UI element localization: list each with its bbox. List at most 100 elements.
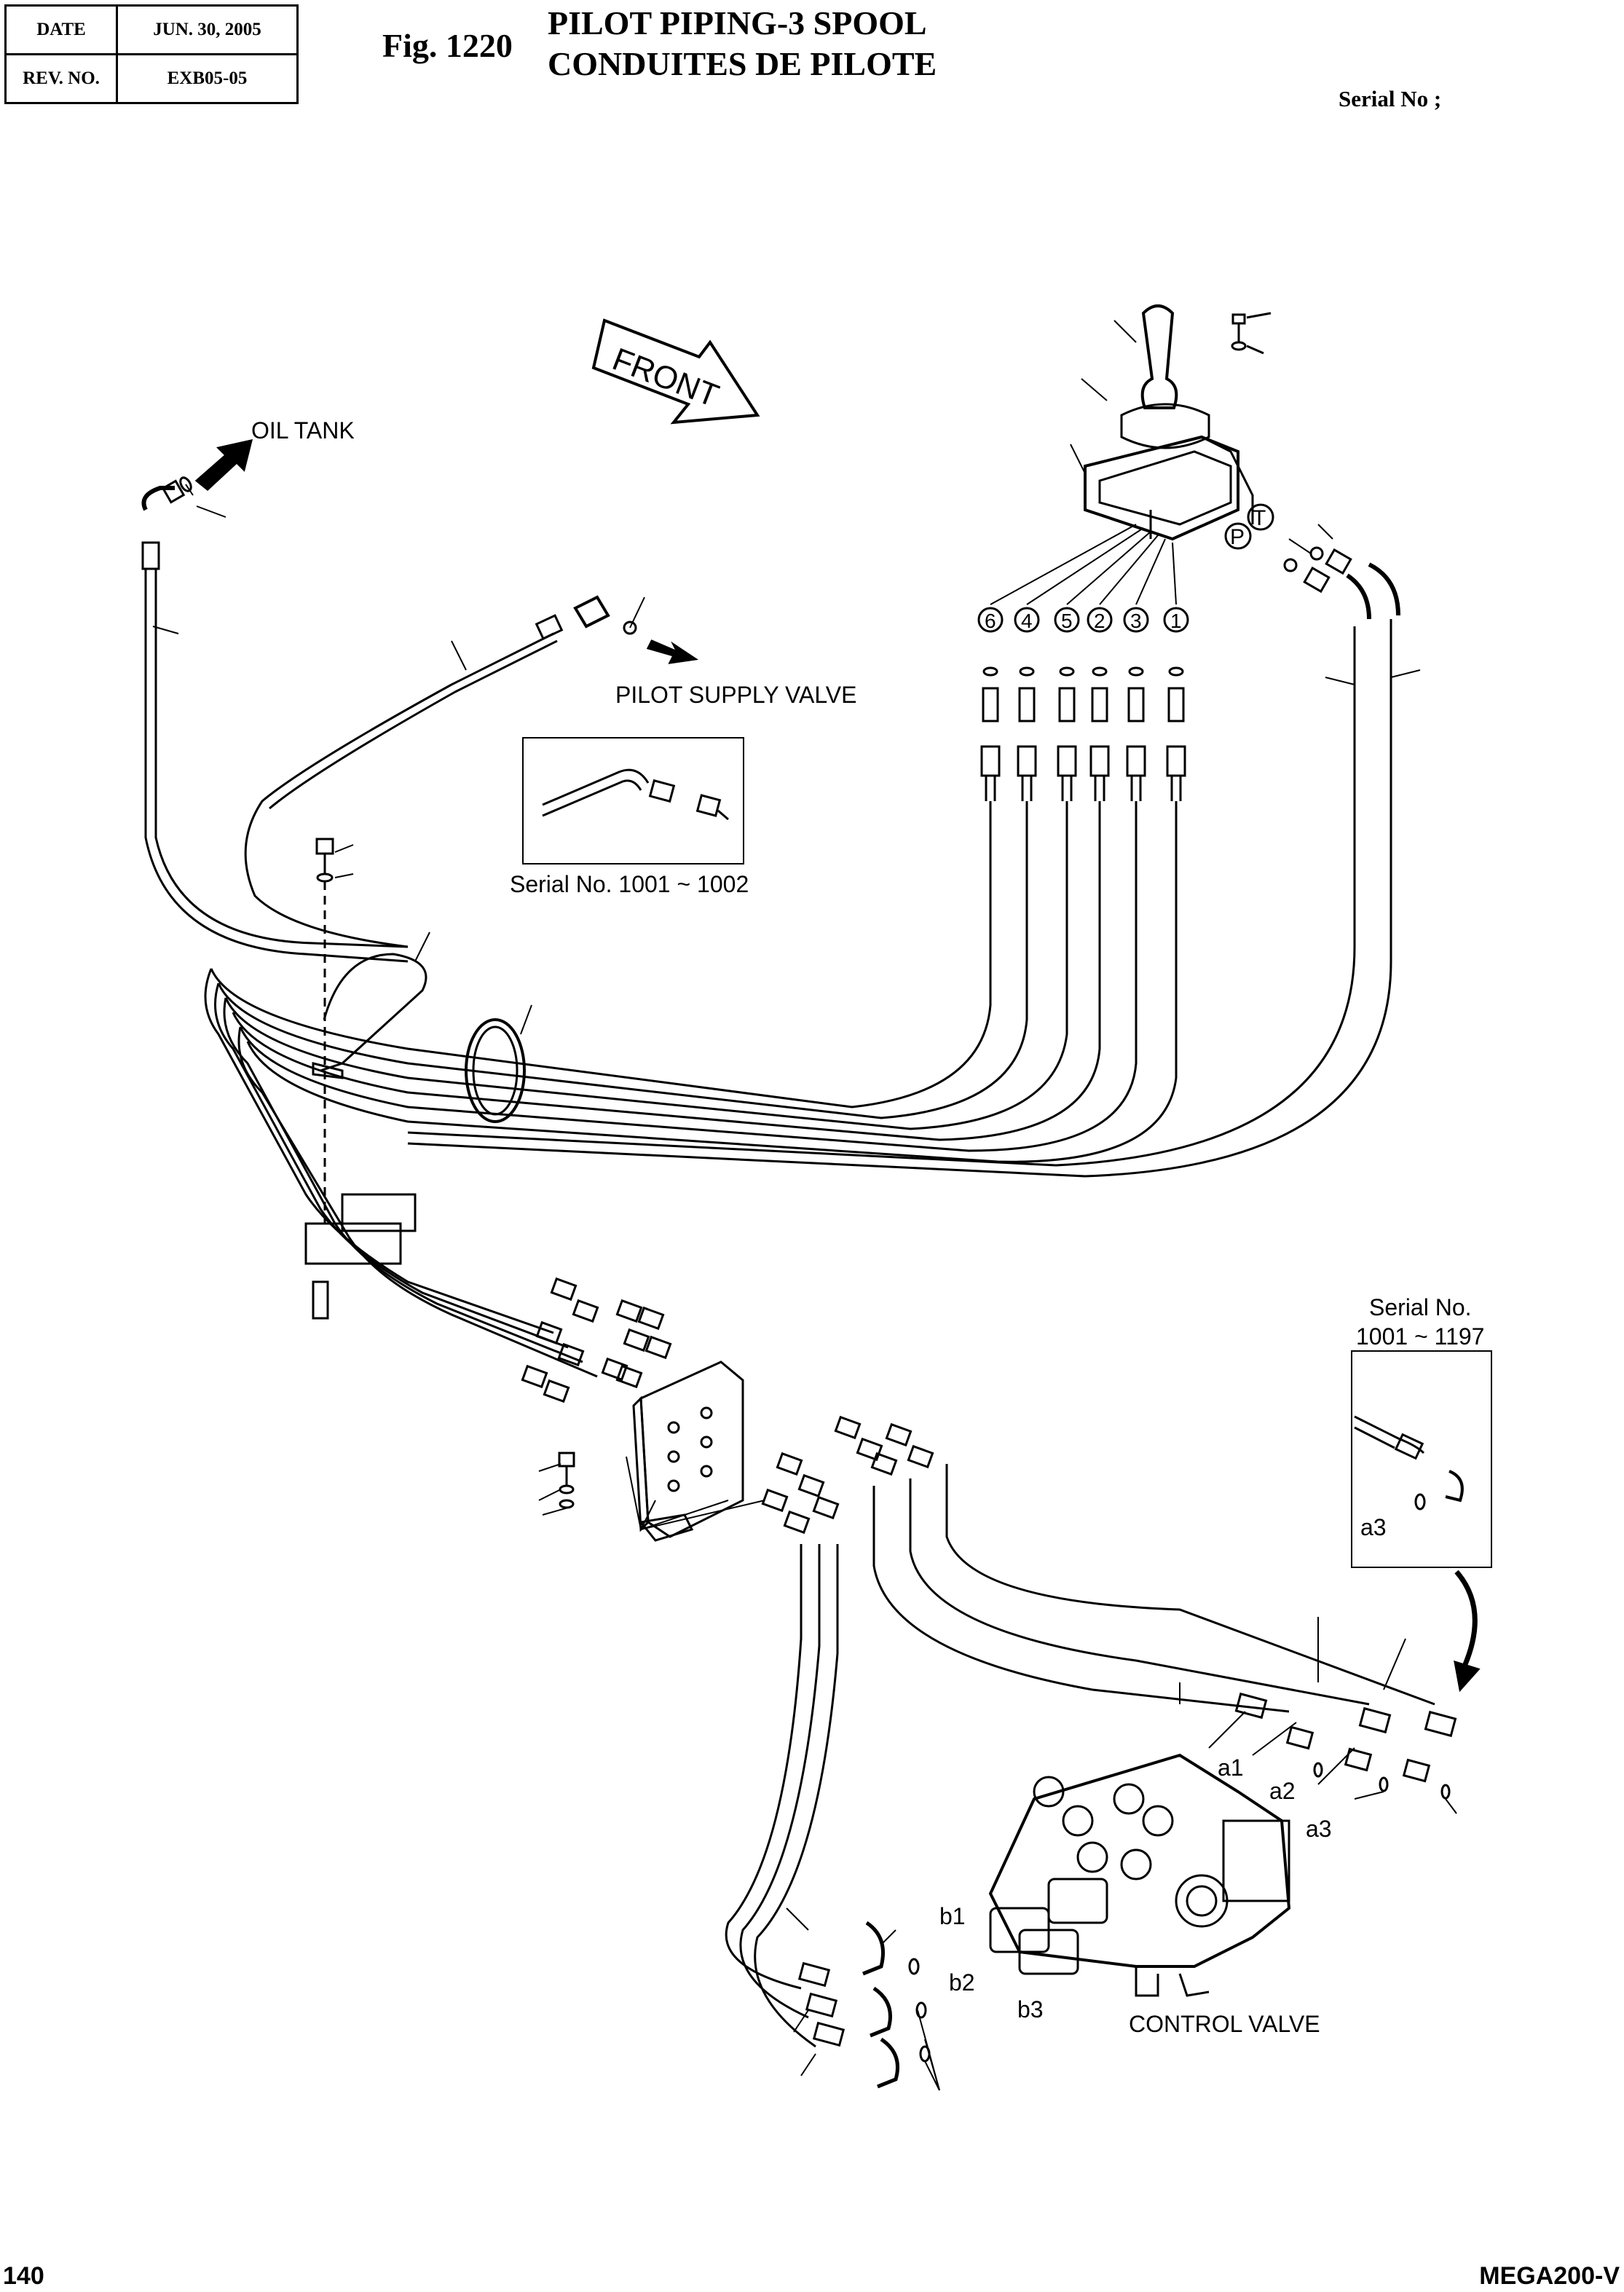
inset-serial-1001-1002: Serial No. 1001 ~ 1002: [510, 737, 749, 897]
date-label: DATE: [4, 4, 118, 55]
figure-title: PILOT PIPING-3 SPOOL CONDUITES DE PILOTE: [548, 3, 937, 84]
port-leaders: [990, 524, 1177, 605]
hose-fitting: [623, 1328, 650, 1352]
inset-serial-1001-1197: Serial No. 1001 ~ 1197 a3: [1351, 1294, 1492, 1693]
oil-tank-label: OIL TANK: [251, 417, 355, 444]
inset2-a3-label: a3: [1360, 1514, 1387, 1540]
hose-fitting: [535, 1320, 563, 1345]
port-number-circle: [1054, 607, 1080, 633]
date-value: JUN. 30, 2005: [116, 4, 299, 55]
port-number-label: 2: [1094, 610, 1105, 632]
hose-fitting: [797, 1473, 825, 1498]
port-p-label: P: [1230, 525, 1245, 549]
bolt-top: [1231, 312, 1272, 355]
hose-fitting: [572, 1299, 599, 1323]
oil-tank-hose: OIL TANK: [141, 417, 409, 963]
o-ring: [1019, 666, 1035, 677]
label-b2: b2: [949, 1969, 975, 1996]
label-a2: a2: [1269, 1778, 1296, 1804]
port-callouts: T P: [1224, 503, 1274, 550]
port-number-label: 6: [985, 610, 996, 632]
pilot-supply-hose: PILOT SUPPLY VALVE: [244, 595, 856, 948]
hose-fitting: [521, 1364, 548, 1389]
adapter-fitting: [1167, 687, 1185, 722]
port-number-label: 1: [1170, 610, 1182, 632]
hose-fitting: [543, 1379, 570, 1403]
hose-fitting: [907, 1444, 934, 1469]
hose-fitting: [761, 1488, 789, 1513]
valve-hoses: [725, 1464, 1435, 2048]
hose-end-fitting: [1057, 745, 1077, 777]
b-port-fittings: [797, 1921, 931, 2089]
adapter-fitting: [1127, 687, 1145, 722]
o-ring: [1092, 666, 1108, 677]
pilot-supply-label: PILOT SUPPLY VALVE: [615, 682, 856, 708]
hose-fitting: [870, 1452, 898, 1476]
adapter-fitting: [1091, 687, 1108, 722]
hose-fitting: [550, 1277, 578, 1301]
hose-end-fitting: [1126, 745, 1146, 777]
inset2-serial-line2: 1001 ~ 1197: [1356, 1323, 1484, 1350]
hose-fitting: [834, 1415, 862, 1440]
hose-fitting: [783, 1510, 811, 1535]
hose-fitting: [601, 1357, 628, 1382]
port-number-circle: [1123, 607, 1149, 633]
hose-end-fitting: [1089, 745, 1110, 777]
figure-number: Fig. 1220: [382, 27, 513, 64]
rev-value: EXB05-05: [116, 53, 299, 104]
hose-fitting: [856, 1437, 883, 1462]
label-a3: a3: [1306, 1816, 1332, 1842]
front-arrow: FRONT: [591, 318, 760, 425]
o-ring: [982, 666, 998, 677]
port-labels: a1 a2 a3 b1 b2 b3 CONTROL VALVE: [939, 1755, 1332, 2037]
port-number-circle: [1163, 607, 1189, 633]
label-a1: a1: [1218, 1755, 1244, 1781]
joystick-valve: [1084, 304, 1254, 541]
title-french: CONDUITES DE PILOTE: [548, 45, 937, 82]
port-number-label: 5: [1061, 610, 1073, 632]
hose-end-fitting: [980, 745, 1001, 777]
model-name: MEGA200-V: [1479, 2262, 1620, 2290]
inset2-serial-line1: Serial No.: [1369, 1294, 1472, 1320]
label-b3: b3: [1017, 1996, 1044, 2023]
hose-fitting: [776, 1452, 803, 1476]
joystick-fittings: [980, 666, 1186, 801]
o-ring: [1059, 666, 1075, 677]
hose-fitting: [615, 1364, 643, 1389]
hose-clamp: [304, 838, 526, 1320]
serial-number-label: Serial No ;: [1339, 86, 1442, 111]
o-ring: [1128, 666, 1144, 677]
port-t-label: T: [1253, 506, 1266, 530]
a-port-fittings: [1234, 1692, 1457, 1800]
mid-fittings: [521, 1277, 934, 1535]
hose-fitting: [885, 1422, 912, 1447]
hose-end-fitting: [1166, 745, 1186, 777]
hose-fitting: [637, 1306, 665, 1331]
port-number-label: 4: [1021, 610, 1033, 632]
revision-table: DATE JUN. 30, 2005 REV. NO. EXB05-05: [4, 4, 299, 104]
hose-end-fitting: [1017, 745, 1037, 777]
hose-fitting: [615, 1299, 643, 1323]
page-number: 140: [3, 2262, 44, 2290]
rev-label: REV. NO.: [4, 53, 118, 104]
port-number-label: 3: [1130, 610, 1142, 632]
control-valve: [988, 1753, 1291, 1997]
adapter-fitting: [982, 687, 999, 722]
adapter-fitting: [1018, 687, 1036, 722]
control-valve-label: CONTROL VALVE: [1129, 2011, 1320, 2037]
o-ring: [1168, 666, 1184, 677]
label-b1: b1: [939, 1903, 966, 1929]
hose-fitting: [557, 1342, 585, 1367]
mounting-plate: [558, 1360, 744, 1542]
hose-fitting: [812, 1495, 840, 1520]
callout-leaders: [152, 320, 1457, 2091]
inset1-serial-label: Serial No. 1001 ~ 1002: [510, 871, 749, 897]
tp-fittings: [1283, 546, 1400, 620]
port-number-circle: [1087, 607, 1113, 633]
hose-fitting: [645, 1335, 672, 1360]
title-english: PILOT PIPING-3 SPOOL: [548, 4, 927, 42]
port-number-circle: [977, 607, 1004, 633]
adapter-fitting: [1058, 687, 1076, 722]
